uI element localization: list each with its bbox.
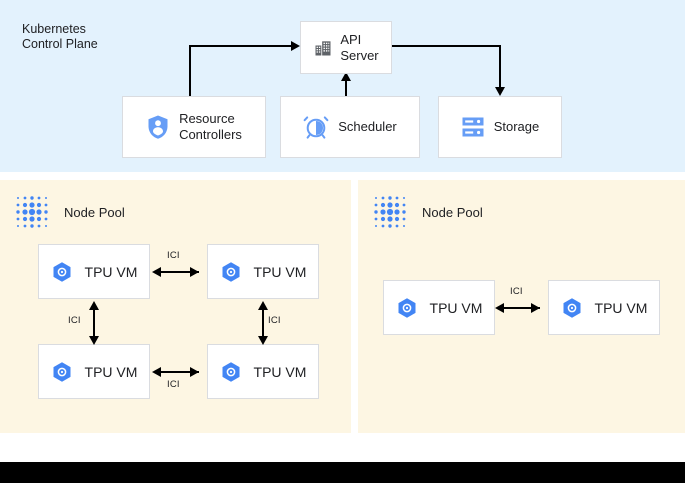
tpu-vm-node[interactable]: TPU VM bbox=[207, 344, 319, 399]
ici-arrowhead-right bbox=[190, 367, 199, 377]
ici-link-top bbox=[158, 271, 199, 273]
shield-user-icon bbox=[148, 115, 168, 139]
tpu-hexagon-icon bbox=[53, 361, 71, 382]
node-pool-right-header: Node Pool bbox=[372, 194, 483, 230]
connector-rc-to-api-horizontal bbox=[189, 45, 291, 47]
tpu-hexagon-icon bbox=[222, 261, 240, 282]
api-server-node[interactable]: API Server bbox=[300, 21, 392, 74]
tpu-vm-node[interactable]: TPU VM bbox=[207, 244, 319, 299]
ici-label: ICI bbox=[167, 379, 180, 390]
tpu-vm-node[interactable]: TPU VM bbox=[38, 244, 150, 299]
ici-arrowhead-right bbox=[190, 267, 199, 277]
tpu-vm-node[interactable]: TPU VM bbox=[383, 280, 495, 335]
ici-label: ICI bbox=[68, 315, 81, 326]
control-plane-panel: Kubernetes Control Plane bbox=[0, 0, 685, 172]
arrowhead-scheduler-to-api bbox=[341, 72, 351, 81]
ici-arrowhead-up bbox=[89, 301, 99, 310]
tpu-vm-label: TPU VM bbox=[84, 263, 138, 280]
tpu-vm-label: TPU VM bbox=[253, 363, 307, 380]
resource-controllers-label: Resource Controllers bbox=[179, 111, 242, 142]
ici-label: ICI bbox=[510, 286, 523, 297]
node-pool-right-title: Node Pool bbox=[422, 204, 483, 220]
building-icon bbox=[315, 40, 331, 55]
node-pool-dots-icon bbox=[16, 196, 48, 228]
tpu-vm-label: TPU VM bbox=[84, 363, 138, 380]
tpu-hexagon-icon bbox=[53, 261, 71, 282]
tpu-hexagon-icon bbox=[563, 297, 581, 318]
node-pool-left-panel: Node Pool TPU VM TPU VM bbox=[0, 180, 351, 433]
storage-icon bbox=[462, 117, 484, 137]
node-pool-left-header: Node Pool bbox=[14, 194, 125, 230]
ici-arrowhead-down bbox=[258, 336, 268, 345]
ici-link-right-pool bbox=[501, 307, 540, 309]
connector-api-to-storage-horizontal bbox=[392, 45, 500, 47]
tpu-vm-label: TPU VM bbox=[429, 299, 483, 316]
storage-label: Storage bbox=[493, 119, 540, 134]
ici-arrowhead-left bbox=[495, 303, 504, 313]
connector-scheduler-to-api bbox=[345, 80, 347, 98]
ici-label: ICI bbox=[167, 250, 180, 261]
connector-api-to-storage-vertical bbox=[499, 45, 501, 89]
node-pool-left-title: Node Pool bbox=[64, 204, 125, 220]
control-plane-title: Kubernetes Control Plane bbox=[22, 22, 98, 51]
storage-node[interactable]: Storage bbox=[438, 96, 562, 158]
tpu-hexagon-icon bbox=[398, 297, 416, 318]
ici-arrowhead-left bbox=[152, 267, 161, 277]
tpu-vm-label: TPU VM bbox=[594, 299, 648, 316]
tpu-vm-node[interactable]: TPU VM bbox=[548, 280, 660, 335]
connector-rc-to-api-vertical bbox=[189, 46, 191, 98]
node-pool-right-panel: Node Pool TPU VM TPU VM bbox=[358, 180, 685, 433]
tpu-hexagon-icon bbox=[222, 361, 240, 382]
resource-controllers-node[interactable]: Resource Controllers bbox=[122, 96, 266, 158]
ici-link-right bbox=[262, 307, 264, 340]
bottom-bar bbox=[0, 462, 685, 483]
arrowhead-rc-to-api bbox=[291, 41, 300, 51]
arrowhead-api-to-storage bbox=[495, 87, 505, 96]
scheduler-node[interactable]: Scheduler bbox=[280, 96, 420, 158]
node-pool-dots-icon bbox=[374, 196, 406, 228]
ici-arrowhead-up bbox=[258, 301, 268, 310]
alarm-clock-icon bbox=[303, 116, 329, 139]
scheduler-label: Scheduler bbox=[338, 119, 397, 134]
ici-label: ICI bbox=[268, 315, 281, 326]
api-server-label: API Server bbox=[340, 31, 379, 63]
ici-link-left bbox=[93, 307, 95, 340]
ici-arrowhead-left bbox=[152, 367, 161, 377]
ici-arrowhead-right bbox=[531, 303, 540, 313]
tpu-vm-label: TPU VM bbox=[253, 263, 307, 280]
tpu-vm-node[interactable]: TPU VM bbox=[38, 344, 150, 399]
ici-arrowhead-down bbox=[89, 336, 99, 345]
ici-link-bottom bbox=[158, 371, 199, 373]
